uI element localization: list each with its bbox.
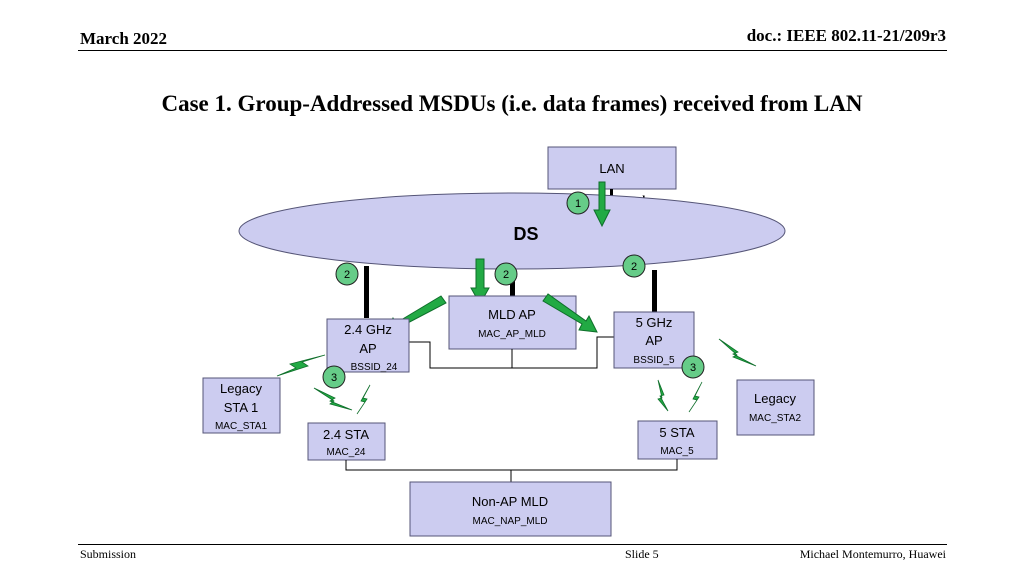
legacy1-line2: STA 1 — [224, 400, 258, 415]
legacy1-addr: MAC_STA1 — [215, 421, 267, 432]
nonap-mld-name: Non-AP MLD — [472, 494, 548, 509]
ap5-addr: BSSID_5 — [633, 355, 675, 366]
header-date: March 2022 — [80, 29, 168, 48]
wireless-bolt-ap24-legacy1 — [276, 354, 326, 377]
ap24-line2: AP — [359, 341, 376, 356]
sta24-addr: MAC_24 — [327, 447, 366, 458]
header-doc-id: doc.: IEEE 802.11-21/209r3 — [746, 26, 946, 45]
sta5-addr: MAC_5 — [660, 446, 694, 457]
header-divider — [78, 50, 947, 51]
lan-box — [547, 146, 677, 190]
legacy1-line1: Legacy — [220, 381, 262, 396]
mld-ap-addr: MAC_AP_MLD — [478, 329, 546, 340]
step-badge-3a-label: 3 — [331, 372, 337, 384]
legacy2-line1: Legacy — [754, 391, 796, 406]
ap5-line2: AP — [645, 333, 662, 348]
ap24-line1: 2.4 GHz — [344, 322, 392, 337]
footer-divider — [78, 544, 947, 545]
ap24-box — [326, 318, 410, 373]
mld-ap-name: MLD AP — [488, 307, 536, 322]
step-badge-1-label: 1 — [575, 198, 581, 210]
wireless-bolt-ap24-sta24b — [356, 384, 371, 415]
footer-author: Michael Montemurro, Huawei — [799, 547, 946, 561]
legacy1-box — [202, 377, 281, 434]
wire-ap-bus — [409, 336, 614, 369]
connector-ap5 — [652, 270, 657, 314]
ds-ellipse — [238, 192, 786, 270]
ap5-box — [613, 311, 695, 369]
legacy2-addr: MAC_STA2 — [749, 413, 801, 424]
ap5-line1: 5 GHz — [636, 315, 673, 330]
nonap-mld-box — [409, 481, 612, 537]
step-badge-3b — [681, 355, 705, 379]
step-badge-2a — [335, 262, 359, 286]
step-badge-2c-label: 2 — [631, 261, 637, 273]
lan-label: LAN — [599, 161, 624, 176]
step-badge-2b-label: 2 — [503, 269, 509, 281]
wireless-bolt-ap5-sta5a — [657, 379, 669, 412]
sta5-name: 5 STA — [659, 425, 694, 440]
ap24-addr: BSSID_24 — [351, 362, 398, 373]
wireless-bolt-ap5-legacy2 — [718, 338, 757, 367]
legacy2-box — [736, 379, 815, 436]
step-badge-1 — [566, 191, 590, 215]
step-badge-3a — [322, 365, 346, 389]
wireless-bolt-ap24-sta24a — [313, 387, 353, 411]
slide-title: Case 1. Group-Addressed MSDUs (i.e. data… — [161, 91, 863, 116]
nonap-mld-addr: MAC_NAP_MLD — [472, 516, 547, 527]
sta24-name: 2.4 STA — [323, 427, 369, 442]
arrow-mld-to-ap5 — [542, 293, 598, 333]
wire-sta-bus — [345, 459, 678, 471]
step-badge-2b — [494, 262, 518, 286]
step-badge-2c — [622, 254, 646, 278]
step-badge-2a-label: 2 — [344, 269, 350, 281]
connector-ap24 — [364, 266, 369, 318]
sta5-box — [637, 420, 718, 460]
footer-submission: Submission — [80, 547, 137, 561]
wireless-bolt-ap5-sta5b — [688, 381, 703, 413]
ds-label: DS — [513, 224, 538, 244]
footer-slide-number: Slide 5 — [625, 547, 659, 561]
step-badge-3b-label: 3 — [690, 362, 696, 374]
arrow-lan-to-ds — [593, 181, 611, 228]
